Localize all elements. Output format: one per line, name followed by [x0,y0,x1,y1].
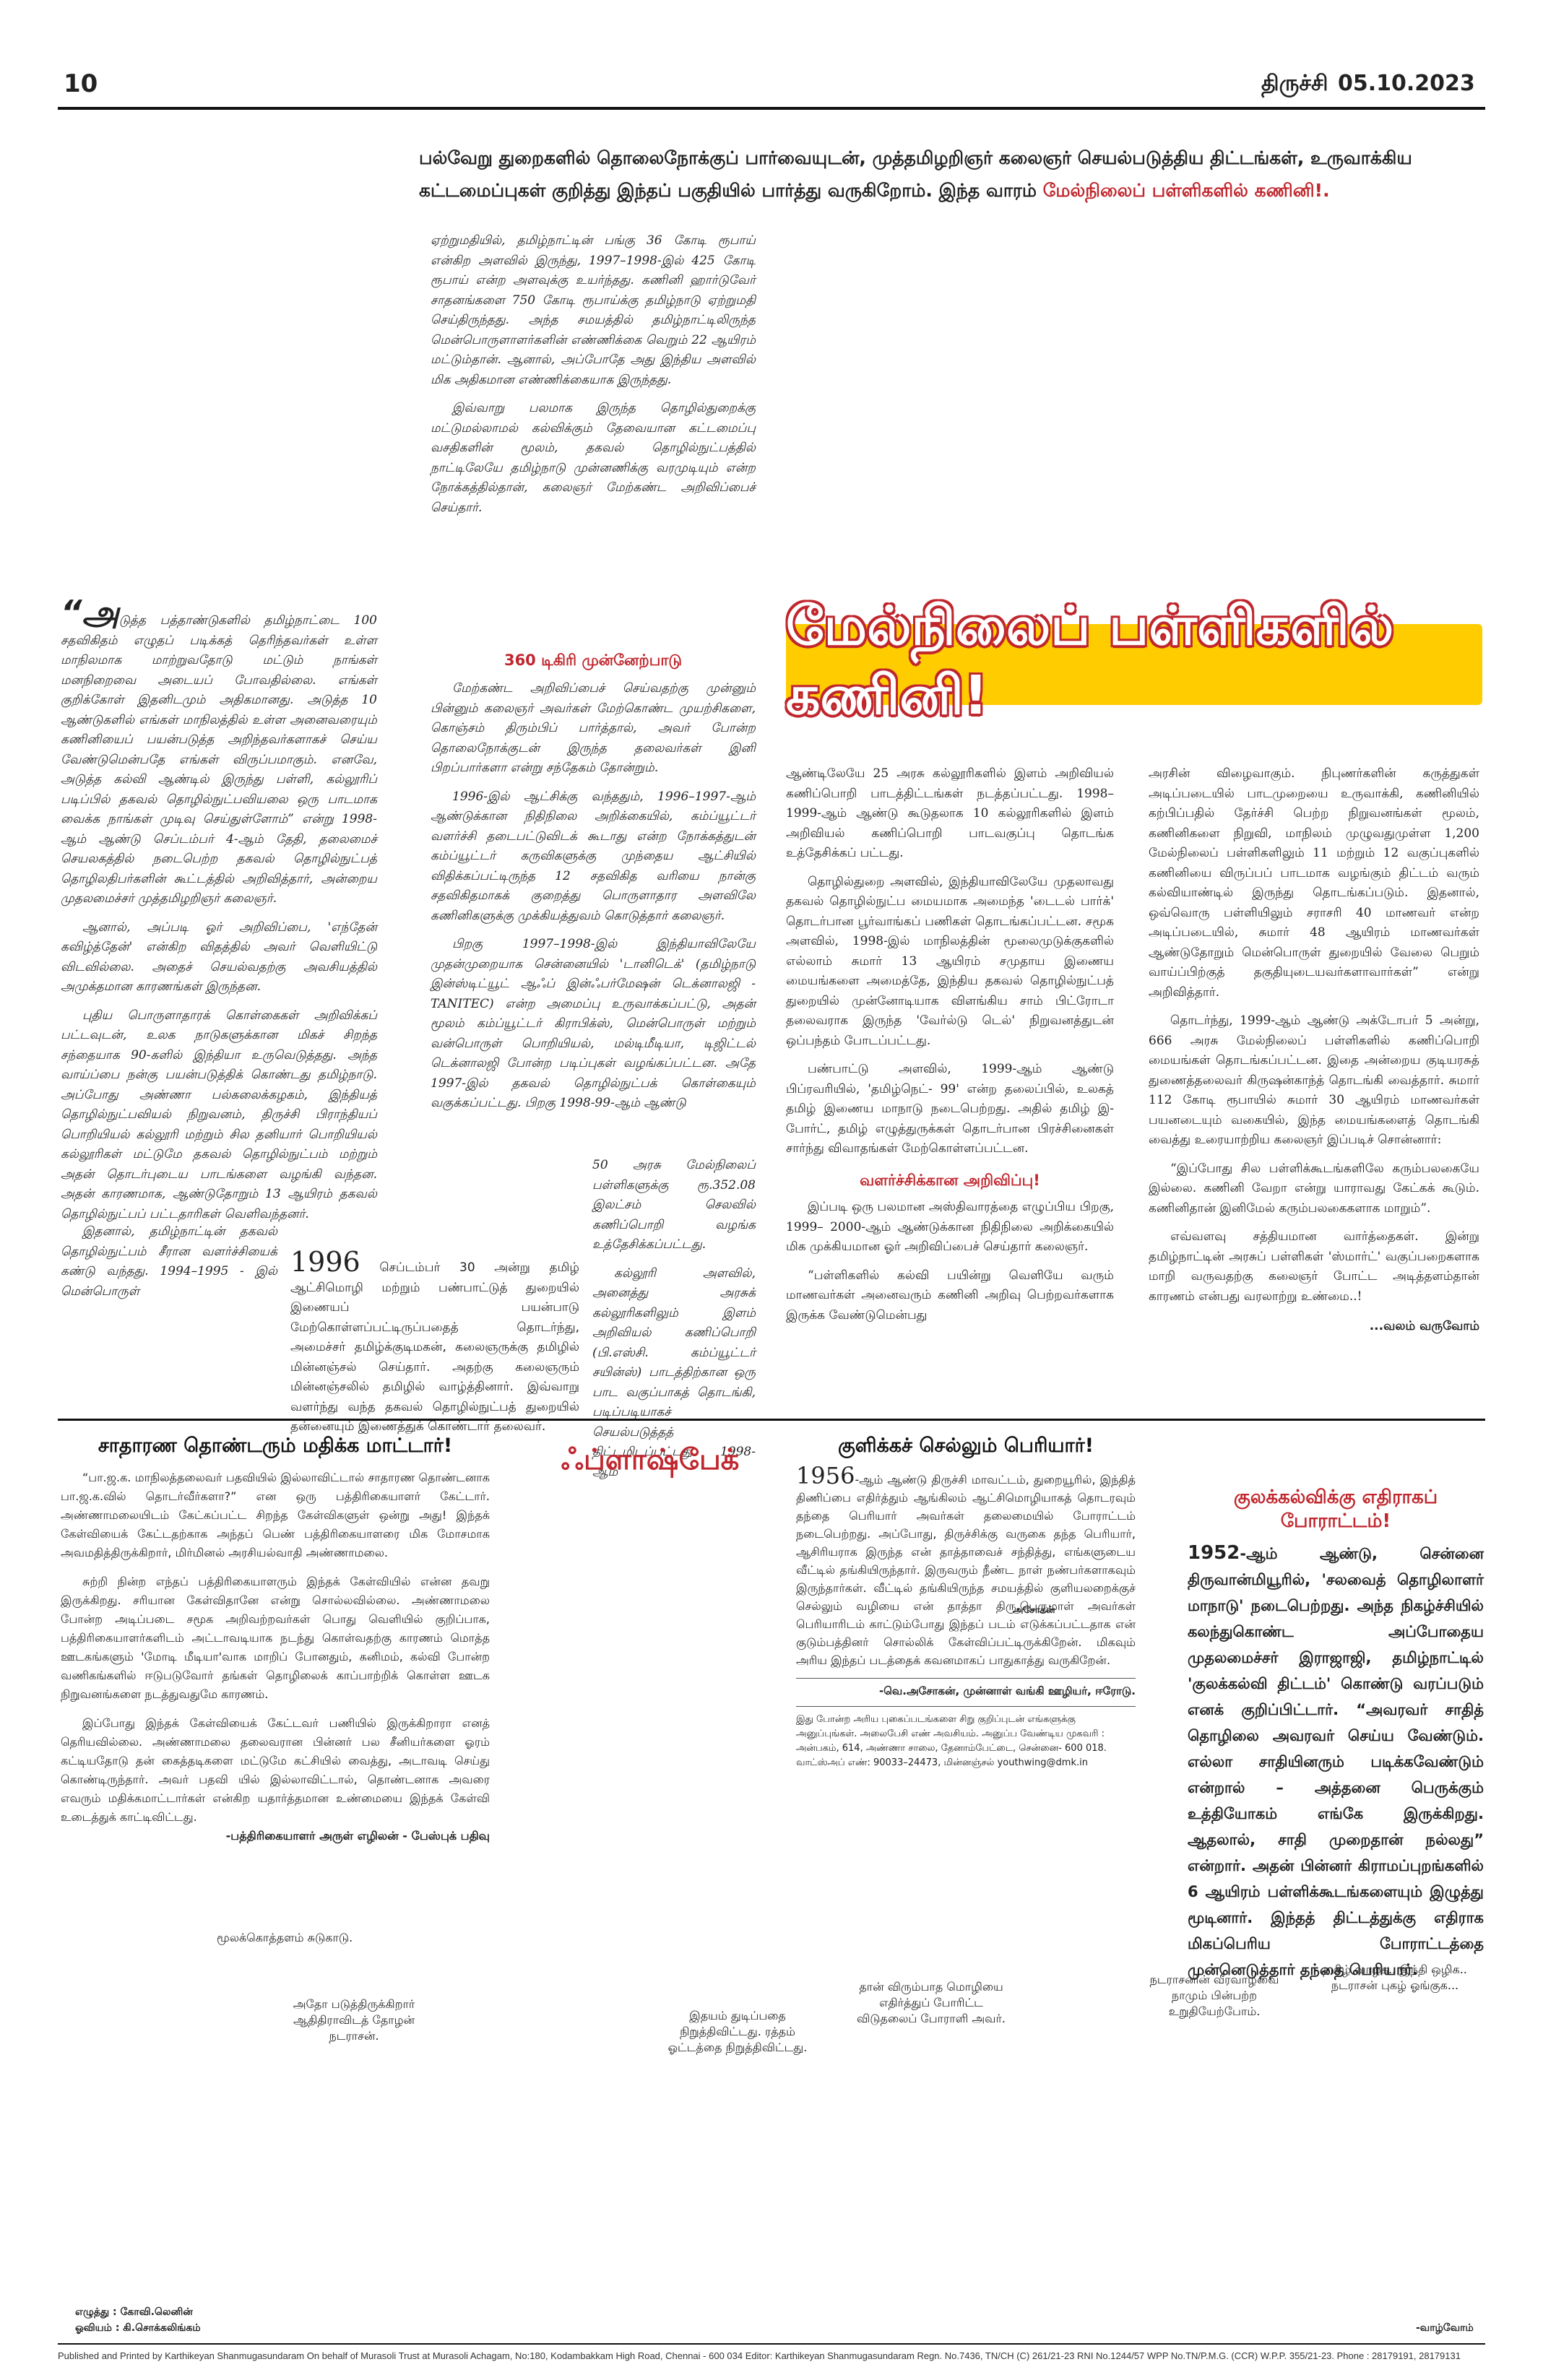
quote-text: செப்டம்பர் 30 அன்று தமிழ் ஆட்சிமொழி மற்ற… [290,1260,584,1434]
dropcap: “அ [61,593,119,632]
article-col4: அரசின் விழைவாகும். நிபுணர்களின் கருத்துக… [1149,764,1479,1337]
intro-highlight: மேல்நிலைப் பள்ளிகளில் கணினி!. [1042,180,1330,201]
col3-para3: பண்பாட்டு அளவில், 1999-ஆம் ஆண்டு பிப்ரவர… [786,1062,1118,1156]
article-col3: ஆண்டிலேயே 25 அரசு கல்லூரிகளில் இளம் அறிவ… [786,764,1114,1325]
comic-panel-3-text: தான் விரும்பாத மொழியை எதிர்த்துப் போரிட்… [857,1980,1006,2025]
intro-line-1: பல்வேறு துறைகளில் தொலைநோக்குப் பார்வையுட… [419,147,1412,168]
box1-para3: இப்போது இந்தக் கேள்வியைக் கேட்டவர் பணியி… [61,1716,494,1824]
box3-byline: -வெ.அசோகன், முன்னாள் வங்கி ஊழியர், ஈரோடு… [879,1684,1136,1697]
comic-panel-2-text: இதயம் துடிப்பதை நிறுத்திவிட்டது. ரத்தம் … [667,2009,808,2054]
box1-para1: “பா.ஜ.க. மாநிலத்தலைவர் பதவியில் இல்லாவிட… [61,1471,494,1559]
footer-rule [58,2343,1485,2345]
comic-panel-4-text: நடராசனின் வீரவாழ்வை நாமும் பின்பற்ற உறுத… [1149,1973,1279,2018]
box3-note: இது போன்ற அரிய புகைப்படங்களை சிறு குறிப்… [796,1714,1110,1768]
article-col1: “அடுத்த பத்தாண்டுகளில் தமிழ்நாட்டை 100 ச… [61,596,381,1224]
flashback-photo-placeholder [506,1491,795,1809]
edition-city: திருச்சி [1261,71,1328,96]
col4-para1: அரசின் விழைவாகும். நிபுணர்களின் கருத்துக… [1149,766,1484,1000]
col2-para1: ஏற்றுமதியில், தமிழ்நாட்டின் பங்கு 36 கோட… [431,233,760,387]
comic-credit-artist: ஓவியம் : கி.சொக்கலிங்கம் [75,2322,201,2334]
comic-continued: -வாழ்வோம் [1416,2322,1474,2334]
headline-banner: மேல்நிலைப் பள்ளிகளில் கணினி! [786,595,1482,727]
box3-title: குளிக்கச் செல்லும் பெரியார்! [837,1435,1094,1457]
intro-block: பல்வேறு துறைகளில் தொலைநோக்குப் பார்வையுட… [419,142,1488,207]
col1-para3: புதிய பொருளாதாரக் கொள்கைகள் அறிவிக்கப் ப… [61,1008,381,1221]
header-rule [58,107,1485,110]
col2-subhead: 360 டிகிரி முன்னேற்பாடு [503,652,683,669]
continued-marker: ...வலம் வருவோம் [1369,1319,1479,1333]
col2-para7: கல்லூரி அளவில், அனைத்து அரசுக் கல்லூரிகள… [592,1265,760,1479]
headline-text: மேல்நிலைப் பள்ளிகளில் கணினி! [786,595,1394,727]
col4-para2: தொடர்ந்து, 1999-ஆம் ஆண்டு அக்டோபர் 5 அன்… [1149,1013,1484,1147]
box3-rule [796,1678,1136,1679]
comic-panel-5-text: தமிழ் வாழ்க.. இந்தி ஒழிக.. நடராசன் புகழ்… [1323,1963,1467,1992]
comic-caption-top: மூலக்கொத்தளம் சுடுகாடு. [217,1931,353,1944]
box-periyar-bath: குளிக்கச் செல்லும் பெரியார்! 1956-ஆம் ஆண… [796,1435,1136,1770]
box3-rule-2 [796,1706,1136,1707]
photo-caption: அசோகன் [1013,1605,1055,1616]
intro-line-2: கட்டமைப்புகள் குறித்து இந்தப் பகுதியில் … [419,174,1488,207]
box1-byline: -பத்திரிகையாளர் அருள் எழிலன் - பேஸ்புக் … [225,1829,490,1843]
col2-para5: பிறகு 1997–1998-இல் இந்தியாவிலேயே முதன்ம… [431,937,760,1110]
col2-para4: 1996-இல் ஆட்சிக்கு வந்ததும், 1996–1997-ஆ… [431,789,760,923]
intro-line-2-text: கட்டமைப்புகள் குறித்து இந்தப் பகுதியில் … [419,180,1043,201]
comic-credit-writer: எழுத்து : கோவி.லெனின் [75,2306,193,2318]
quote-year: 1996 [290,1246,360,1278]
col1-para2: ஆனால், அப்படி ஓர் அறிவிப்பை, 'எந்தேன் கவ… [61,919,381,995]
col4-para3: “இப்போது சில பள்ளிக்கூடங்களிலே கரும்பலகை… [1149,1161,1484,1216]
comic-panel-1-text: அதோ படுத்திருக்கிறார் ஆதிதிராவிடத் தோழன்… [293,1997,415,2043]
article-col2-top: ஏற்றுமதியில், தமிழ்நாட்டின் பங்கு 36 கோட… [431,231,756,518]
col2-para2: இவ்வாறு பலமாக இருந்த தொழில்துறைக்கு மட்ட… [431,401,760,515]
article-col2: மேற்கண்ட அறிவிப்பைச் செய்வதற்கு முன்னும்… [431,679,756,1114]
box1-title: சாதாரண தொண்டரும் மதிக்க மாட்டார்! [98,1435,453,1457]
box1-para2: சுற்றி நின்ற எந்தப் பத்திரிகையாளரும் இந்… [61,1575,494,1701]
box3-year: 1956 [796,1462,855,1489]
box4-body: -ஆம் ஆண்டு, சென்னை திருவான்மியூரில், 'சல… [1188,1545,1490,1978]
col2-para3: மேற்கண்ட அறிவிப்பைச் செய்வதற்கு முன்னும்… [431,681,760,775]
article-col2-bottom: 50 அரசு மேல்நிலைப் பள்ளிகளுக்கு ரூ.352.0… [592,1156,756,1482]
col2-para6: 50 அரசு மேல்நிலைப் பள்ளிகளுக்கு ரூ.352.0… [592,1158,760,1252]
col3-para5: “பள்ளிகளில் கல்வி பயின்று வெளியே வரும் ம… [786,1268,1118,1323]
section-rule [58,1419,1485,1421]
edition-date: 05.10.2023 [1338,71,1475,96]
footer-imprint: Published and Printed by Karthikeyan Sha… [58,2350,1461,2361]
col3-para1: ஆண்டிலேயே 25 அரசு கல்லூரிகளில் இளம் அறிவ… [786,766,1118,860]
flashback-title: ஃப்ளாஷ்பேக் [561,1443,740,1476]
col1-para1: டுத்த பத்தாண்டுகளில் தமிழ்நாட்டை 100 சதவ… [61,613,381,906]
col3-subhead: வளர்ச்சிக்கான அறிவிப்பு! [860,1171,1040,1189]
box4-year: 1952 [1188,1542,1240,1564]
col4-para4: எவ்வளவு சத்தியமான வார்த்தைகள். இன்று தமி… [1149,1229,1484,1304]
col3-para2: தொழில்துறை அளவில், இந்தியாவிலேயே முதலாவத… [786,874,1118,1048]
col3-para4: இப்படி ஒரு பலமான அஸ்திவாரத்தை எழுப்பிய ப… [786,1200,1118,1254]
box4-title: குலக்கல்விக்கு எதிராகப் போராட்டம்! [1233,1487,1438,1532]
article-col1-bottom: இதனால், தமிழ்நாட்டின் தகவல் தொழில்நுட்பம… [61,1222,277,1302]
comic-credits: எழுத்து : கோவி.லெனின் ஓவியம் : கி.சொக்கல… [75,2304,201,2336]
quote-box-1996: 1996 செப்டம்பர் 30 அன்று தமிழ் ஆட்சிமொழி… [290,1248,579,1437]
col1-para4: இதனால், தமிழ்நாட்டின் தகவல் தொழில்நுட்பம… [61,1224,282,1299]
box-ordinary-worker: சாதாரண தொண்டரும் மதிக்க மாட்டார்! “பா.ஜ.… [61,1435,490,1845]
box-kulakalvi: குலக்கல்விக்கு எதிராகப் போராட்டம்! 1952-… [1188,1487,1484,1983]
page-number: 10 [64,69,98,98]
box3-para1: -ஆம் ஆண்டு திருச்சி மாவட்டம், துறையூரில்… [796,1473,1140,1667]
